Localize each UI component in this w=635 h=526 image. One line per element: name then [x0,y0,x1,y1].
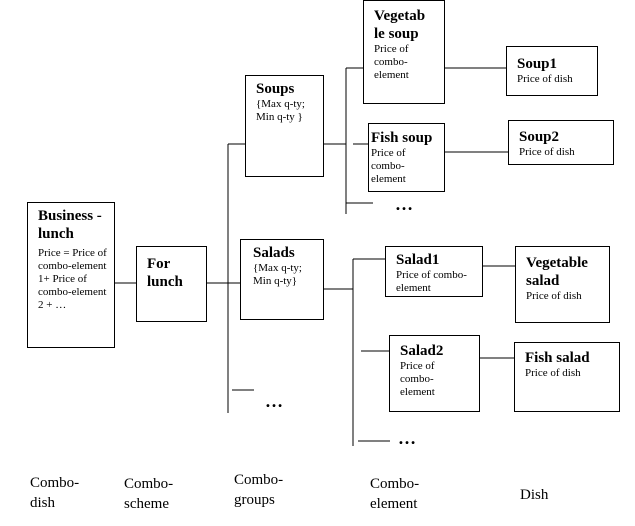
fish-salad-title: Fish salad [525,350,590,366]
soup2-price: Price of dish [519,146,575,158]
business-lunch-box: Business -lunch Price = Price of combo-e… [27,202,115,348]
vegetable-salad-box: Vegetable salad Price of dish [515,246,610,323]
soup2-box: Soup2 Price of dish [508,120,614,165]
vegetable-salad-title: Vegetable salad [526,255,588,289]
soups-title: Soups [256,81,295,97]
business-lunch-price-formula: Price = Price of combo-element 1+ Price … [38,247,107,311]
fish-soup-box: Fish soup Price of combo-element [368,123,445,192]
salads-quantity: {Max q-ty; Min q-ty} [253,262,302,287]
soup1-title: Soup1 [517,56,558,72]
vegetable-soup-box: Vegetab le soup Price of combo-element [363,0,445,104]
fish-salad-box: Fish salad Price of dish [514,342,620,412]
column-label-combo-scheme: Combo-scheme [124,476,174,512]
for-lunch-title: For lunch [147,256,183,290]
business-lunch-title: Business -lunch [38,208,102,242]
salad2-box: Salad2 Price of combo-element [389,335,480,412]
soups-quantity: {Max q-ty; Min q-ty } [256,98,305,123]
salad2-title: Salad2 [400,343,444,359]
fish-soup-price: Price of combo-element [371,147,406,185]
soups-box: Soups {Max q-ty; Min q-ty } [245,75,324,177]
fish-salad-price: Price of dish [525,367,581,379]
more-salads-ellipsis: … [398,428,418,448]
salad2-price: Price of combo-element [400,360,435,398]
vegetable-salad-price: Price of dish [526,290,582,302]
for-lunch-box: For lunch [136,246,207,322]
more-soups-ellipsis: … [395,194,415,214]
soup1-box: Soup1 Price of dish [506,46,598,96]
salad1-price: Price of combo-element [396,269,467,294]
salads-title: Salads [253,245,295,261]
fish-soup-title: Fish soup [371,130,433,146]
salads-box: Salads {Max q-ty; Min q-ty} [240,239,324,320]
salad1-box: Salad1 Price of combo-element [385,246,483,297]
column-label-combo-dish: Combo-dish [30,475,80,511]
vegetable-soup-title: Vegetab le soup [374,8,426,42]
soup2-title: Soup2 [519,129,560,145]
vegetable-soup-price: Price of combo-element [374,43,409,81]
salad1-title: Salad1 [396,252,440,268]
column-label-combo-element: Combo-element [370,476,420,512]
more-groups-ellipsis: … [265,391,285,411]
column-label-dish: Dish [520,487,549,503]
column-label-combo-groups: Combo-groups [234,472,284,508]
soup1-price: Price of dish [517,73,573,85]
